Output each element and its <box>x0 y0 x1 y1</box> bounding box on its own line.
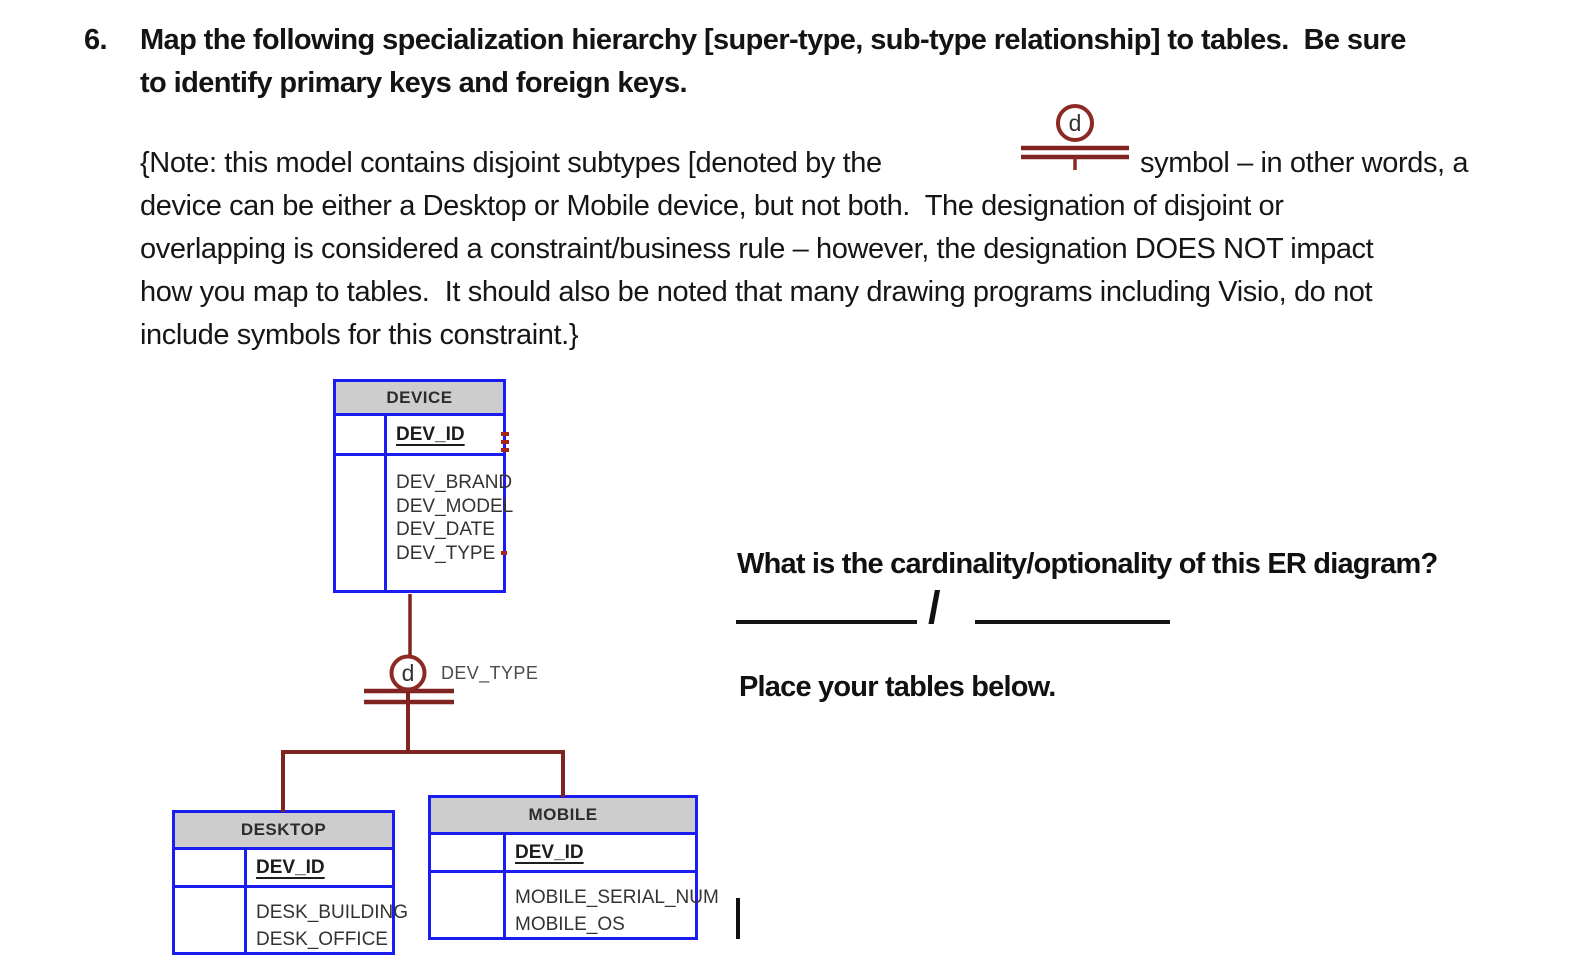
note-line3: overlapping is considered a constraint/b… <box>140 233 1374 265</box>
note-line2: device can be either a Desktop or Mobile… <box>140 190 1284 222</box>
entity-desktop-pk-stub <box>175 850 247 885</box>
attribute: DEV_BRAND <box>396 472 513 493</box>
question-title-line1: Map the following specialization hierarc… <box>140 24 1406 56</box>
entity-desktop-pk: DEV_ID <box>256 856 325 878</box>
entity-mobile-attr-stub <box>431 873 506 938</box>
entity-device-attr-stub <box>336 456 387 590</box>
entity-mobile-title: MOBILE <box>431 798 695 835</box>
cardinality-question: What is the cardinality/optionality of t… <box>737 548 1438 580</box>
place-tables-prompt: Place your tables below. <box>739 671 1056 703</box>
entity-mobile: MOBILE DEV_ID MOBILE_SERIAL_NUM MOBILE_O… <box>428 795 719 940</box>
blank-separator-slash: / <box>928 582 941 633</box>
entity-desktop-attr-stub <box>175 888 247 953</box>
question-title-line2: to identify primary keys and foreign key… <box>140 67 688 99</box>
note-line4: how you map to tables. It should also be… <box>140 276 1373 308</box>
attribute: MOBILE_SERIAL_NUM <box>515 887 719 908</box>
entity-device-attributes: DEV_BRAND DEV_MODEL DEV_DATE DEV_TYPE <box>387 456 513 590</box>
entity-device: DEVICE DEV_ID DEV_BRAND DEV_MODEL DEV_DA… <box>333 379 513 593</box>
attribute: DESK_BUILDING <box>256 902 409 923</box>
question-number: 6. <box>84 24 108 56</box>
entity-desktop-attributes: DESK_BUILDING DESK_OFFICE <box>247 888 408 953</box>
entity-desktop: DESKTOP DEV_ID DESK_BUILDING DESK_OFFICE <box>172 810 408 955</box>
entity-device-title: DEVICE <box>336 382 503 416</box>
entity-mobile-pk: DEV_ID <box>515 841 584 863</box>
answer-blank-optionality <box>975 620 1170 624</box>
note-line5: include symbols for this constraint.} <box>140 319 579 351</box>
disjoint-symbol-inline-icon: d <box>1021 104 1129 170</box>
note-line1-after: symbol – in other words, a <box>1140 147 1469 179</box>
disjoint-discriminator-label: DEV_TYPE <box>441 663 539 683</box>
text-cursor <box>736 898 740 939</box>
attribute: DEV_TYPE <box>396 542 496 564</box>
attribute: DEV_MODEL <box>396 495 514 517</box>
answer-blank-cardinality <box>736 620 917 624</box>
entity-mobile-pk-stub <box>431 835 506 870</box>
note-line1-before: {Note: this model contains disjoint subt… <box>140 147 882 179</box>
attribute: DESK_OFFICE <box>256 929 388 950</box>
entity-device-pk: DEV_ID <box>396 423 465 445</box>
disjoint-letter-diagram: d <box>402 660 415 686</box>
entity-mobile-attributes: MOBILE_SERIAL_NUM MOBILE_OS <box>506 873 719 938</box>
attribute: DEV_DATE <box>396 519 495 540</box>
disjoint-letter-inline: d <box>1069 110 1082 136</box>
attribute: MOBILE_OS <box>515 914 625 935</box>
entity-device-pk-stub <box>336 416 387 453</box>
entity-desktop-title: DESKTOP <box>175 813 392 850</box>
